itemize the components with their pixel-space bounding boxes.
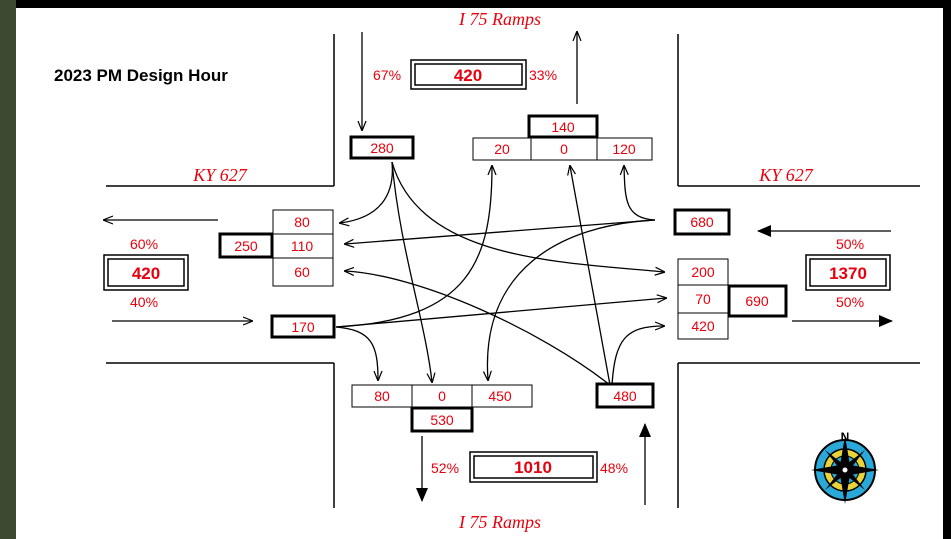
west-exit-value: 250 [234, 238, 258, 254]
north-total: 420 [454, 66, 482, 85]
west-turn-cells [272, 209, 334, 287]
north-approach-box [349, 135, 415, 160]
west-total: 420 [132, 264, 160, 283]
south-total: 1010 [514, 458, 552, 477]
east-approach-value: 680 [690, 214, 714, 230]
north-exit-value: 140 [551, 119, 575, 135]
east-turn-cell: 200 [691, 264, 715, 280]
diagram-title: 2023 PM Design Hour [54, 66, 228, 85]
east-exit-value: 690 [745, 293, 769, 309]
west-total-box-inner [107, 258, 185, 287]
east-exit-box [727, 284, 788, 318]
east-in-pct: 50% [836, 236, 864, 252]
east-total-box-inner [809, 258, 887, 287]
south-in-pct: 52% [431, 460, 459, 476]
north-exit-box [527, 114, 599, 139]
south-turn-cells [351, 384, 533, 408]
east-turn-cell: 70 [695, 291, 711, 307]
west-approach-value: 170 [291, 319, 315, 335]
compass-rose-icon [811, 436, 879, 504]
south-out-pct: 48% [600, 460, 628, 476]
north-turn-cell: 0 [560, 141, 568, 157]
south-exit-box [410, 406, 474, 433]
turn-movement-curves [335, 161, 666, 386]
west-out-pct: 60% [130, 236, 158, 252]
map-strip [0, 0, 16, 539]
west-turn-cell: 110 [291, 238, 314, 254]
east-out-pct: 50% [836, 294, 864, 310]
road-edges [106, 34, 920, 508]
south-total-box-inner [473, 455, 594, 479]
north-total-box-inner [414, 63, 523, 86]
south-turn-cell: 80 [374, 388, 390, 404]
west-turn-cell: 80 [294, 214, 310, 230]
west-turn-cell: 60 [294, 264, 310, 280]
west-in-pct: 40% [130, 294, 158, 310]
east-road-label: KY 627 [758, 165, 814, 185]
north-turn-cell: 120 [612, 141, 636, 157]
south-approach-value: 480 [613, 388, 637, 404]
south-turn-cell: 0 [438, 388, 446, 404]
west-exit-box [218, 232, 274, 259]
north-turn-cells [472, 137, 653, 161]
east-approach-box [673, 208, 731, 236]
north-out-pct: 33% [529, 67, 557, 83]
west-road-label: KY 627 [192, 165, 248, 185]
east-turn-cells [677, 258, 729, 340]
south-approach-box [595, 382, 655, 409]
south-turn-cell: 450 [488, 388, 512, 404]
east-total: 1370 [829, 264, 867, 283]
east-turn-cell: 420 [691, 318, 715, 334]
north-turn-cell: 20 [494, 141, 510, 157]
west-approach-box [270, 314, 336, 339]
south-road-label: I 75 Ramps [458, 512, 541, 532]
north-in-pct: 67% [373, 67, 401, 83]
north-road-label: I 75 Ramps [458, 9, 541, 29]
south-exit-value: 530 [430, 412, 454, 428]
compass-north-letter: N [841, 430, 850, 444]
north-approach-value: 280 [370, 140, 394, 156]
